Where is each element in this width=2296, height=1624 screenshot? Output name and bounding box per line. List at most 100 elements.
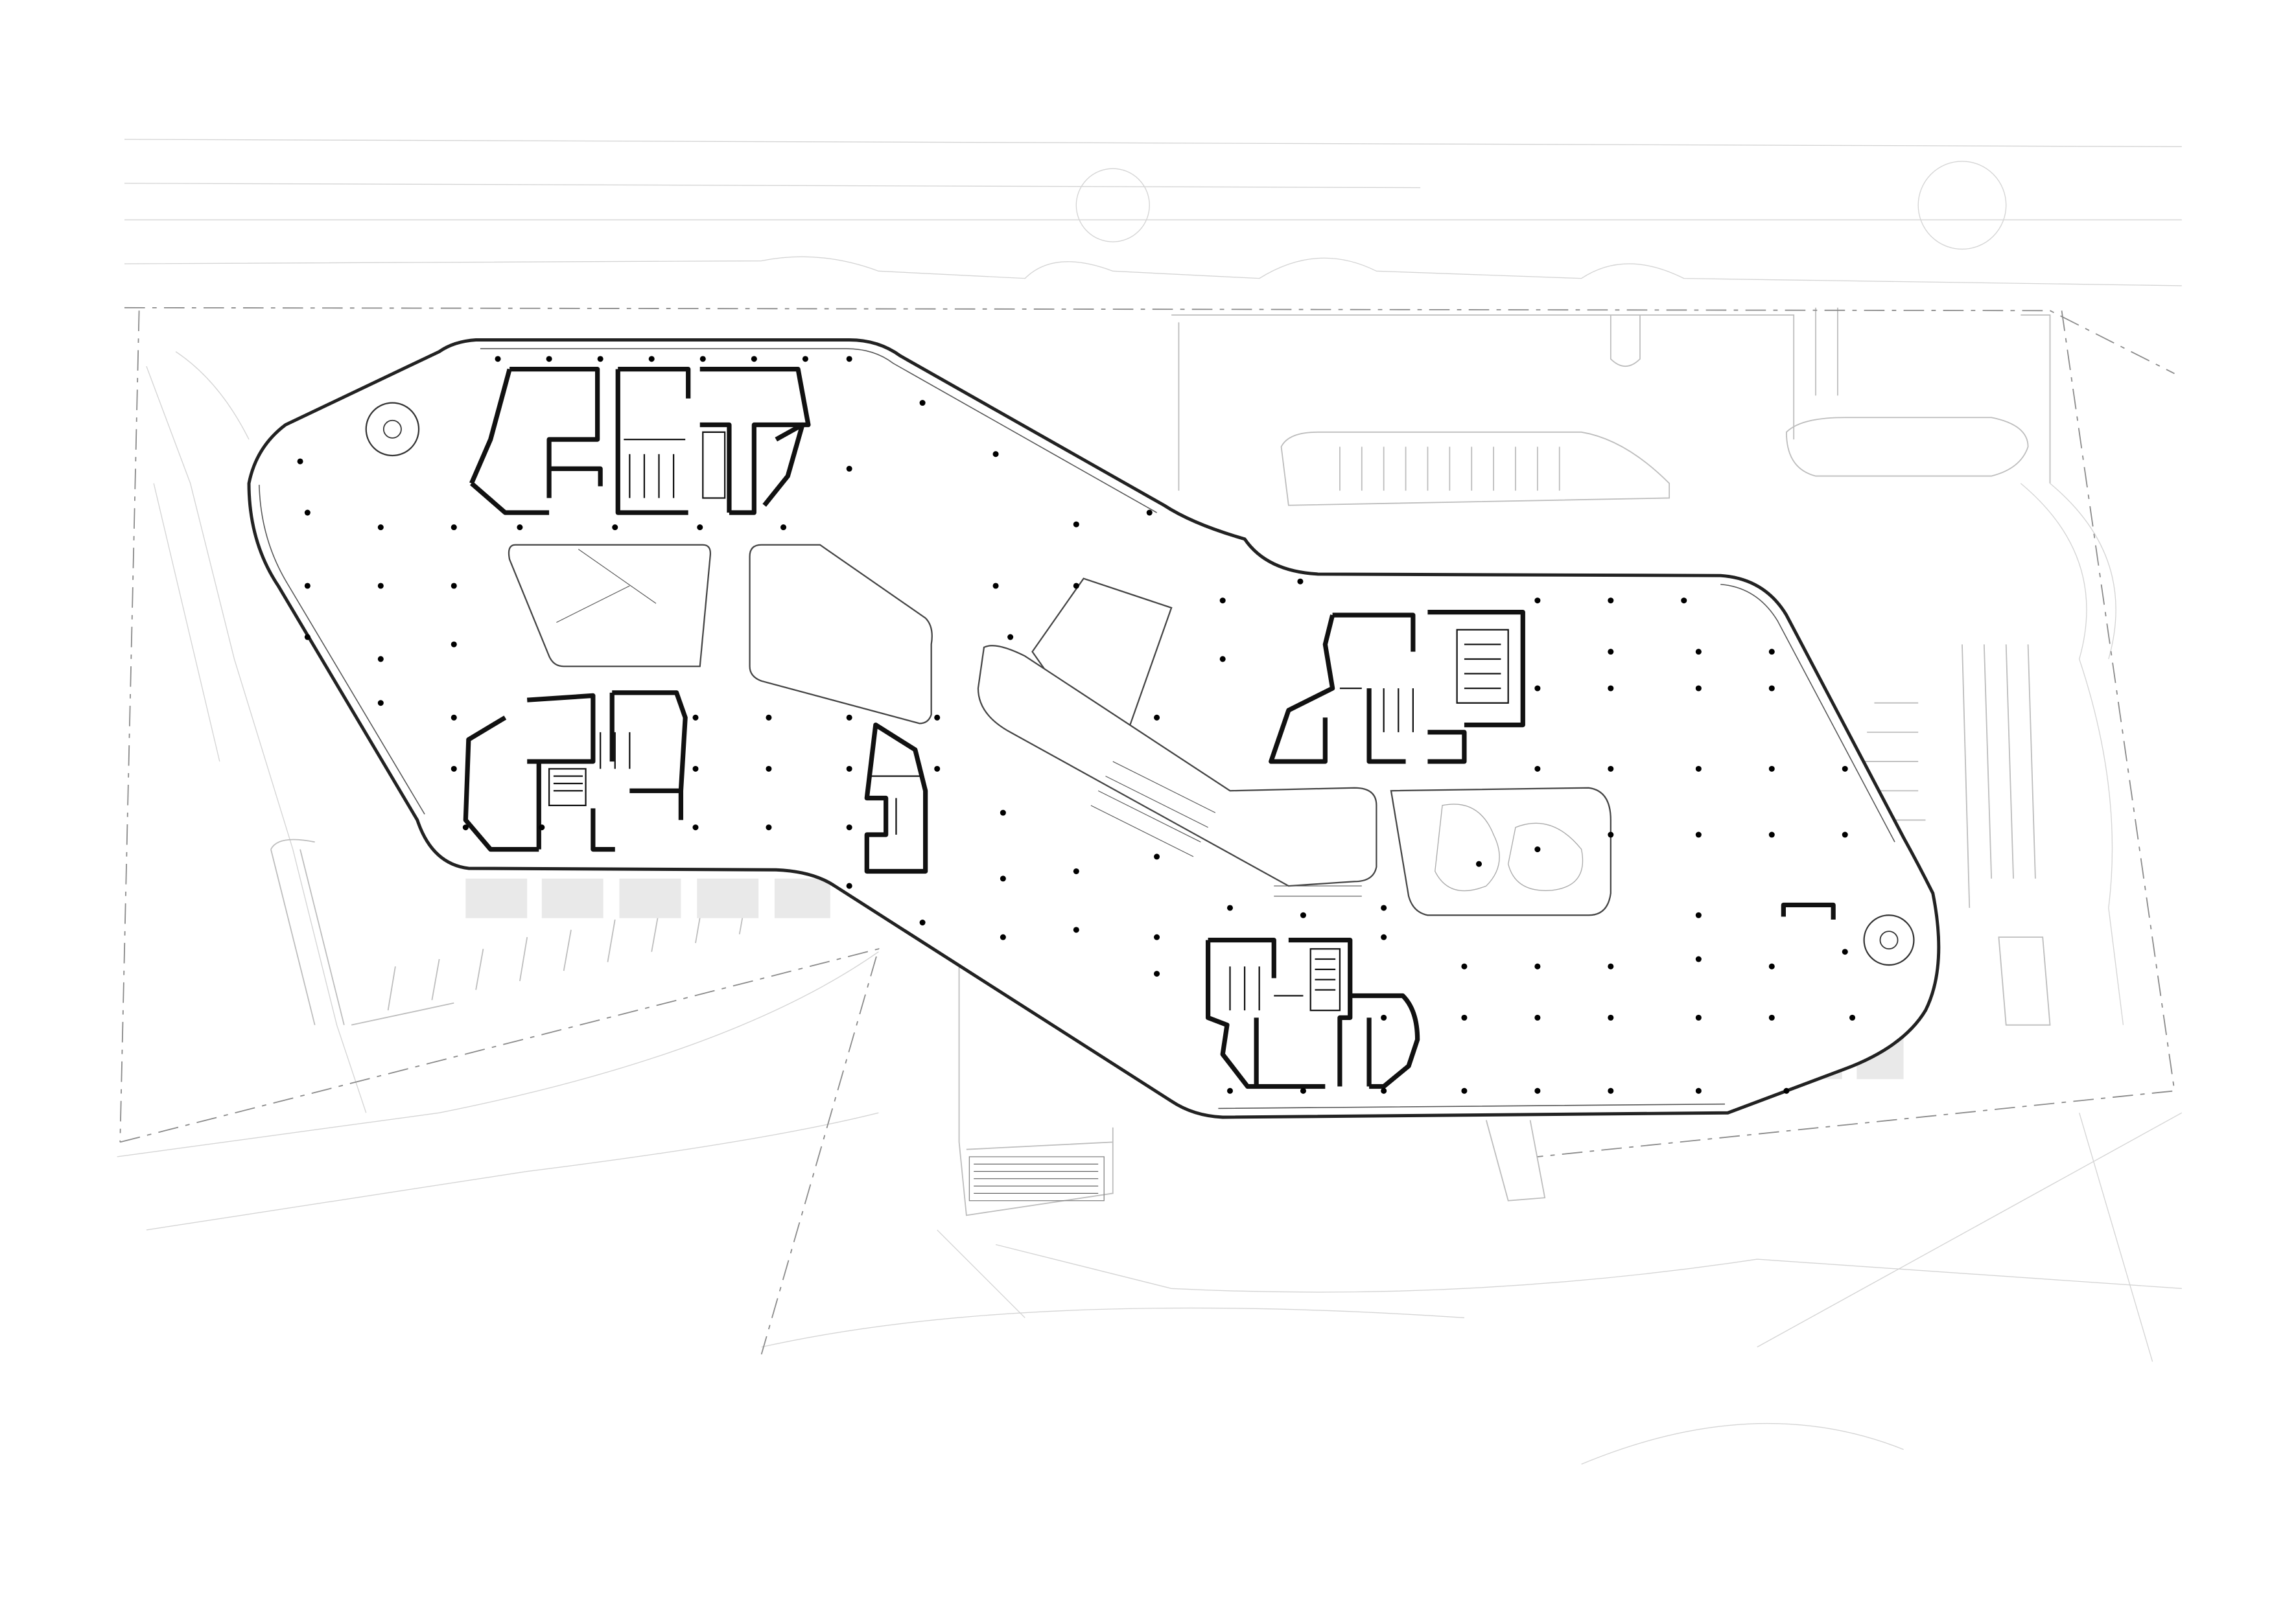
structural-column — [846, 824, 852, 831]
structural-column — [934, 765, 941, 772]
structural-column — [697, 524, 703, 531]
structural-column — [992, 451, 999, 458]
structural-column — [1073, 868, 1079, 875]
structural-column — [304, 634, 310, 640]
structural-column — [1219, 597, 1226, 604]
structural-column — [766, 714, 772, 721]
structural-column — [377, 524, 384, 531]
structural-column — [546, 356, 552, 362]
structural-column — [919, 400, 926, 406]
spiral-stair-southeast — [1863, 914, 1915, 966]
structural-column — [1534, 846, 1541, 853]
core-center — [864, 722, 928, 874]
core-north — [469, 367, 811, 515]
structural-column — [1768, 685, 1775, 691]
structural-column — [1842, 949, 1848, 955]
structural-column — [495, 356, 501, 362]
structural-column — [1146, 509, 1153, 516]
structural-column — [1073, 521, 1079, 528]
structural-column — [517, 524, 523, 531]
structural-column — [692, 824, 699, 831]
structural-column — [1000, 809, 1006, 816]
structural-column — [1300, 1087, 1306, 1094]
structural-column — [766, 765, 772, 772]
structural-column — [766, 824, 772, 831]
structural-column — [304, 509, 310, 516]
structural-column — [1608, 831, 1614, 838]
structural-column — [377, 656, 384, 662]
structural-column — [1007, 634, 1014, 640]
structural-column — [1219, 656, 1226, 662]
structural-column — [1154, 971, 1160, 977]
structural-column — [1842, 765, 1848, 772]
structural-column — [934, 714, 941, 721]
structural-column — [1073, 927, 1079, 933]
structural-column — [612, 524, 618, 531]
structural-column — [846, 765, 852, 772]
structural-column — [1534, 1014, 1541, 1021]
structural-column — [692, 765, 699, 772]
structural-column — [1695, 685, 1702, 691]
site-context — [117, 139, 2183, 1465]
structural-column — [1768, 831, 1775, 838]
structural-column — [1695, 649, 1702, 655]
structural-column — [1681, 597, 1687, 604]
structural-column — [1608, 1087, 1614, 1094]
structural-column — [846, 356, 852, 362]
structural-column — [919, 920, 926, 926]
structural-column — [1000, 934, 1006, 940]
structural-column — [1073, 583, 1079, 589]
wall-fragment-east — [1781, 902, 1836, 920]
structural-column — [1608, 649, 1614, 655]
structural-column — [1154, 853, 1160, 860]
structural-column — [751, 356, 757, 362]
structural-columns — [297, 356, 1856, 1094]
structural-column — [539, 824, 545, 831]
structural-column — [802, 356, 808, 362]
structural-column — [451, 714, 457, 721]
structural-column — [451, 765, 457, 772]
structural-column — [1534, 963, 1541, 969]
structural-column — [1226, 905, 1234, 911]
structural-column — [1300, 912, 1306, 918]
structural-column — [1608, 1014, 1614, 1021]
structural-column — [846, 465, 852, 472]
structural-column — [1695, 765, 1702, 772]
structural-column — [1849, 1014, 1856, 1021]
structural-column — [1534, 597, 1541, 604]
structural-column — [1461, 1014, 1468, 1021]
structural-column — [1534, 685, 1541, 691]
structural-column — [1768, 649, 1775, 655]
core-south — [1206, 938, 1420, 1089]
structural-column — [780, 524, 787, 531]
structural-column — [692, 714, 699, 721]
structural-column — [1695, 831, 1702, 838]
structural-column — [846, 883, 852, 889]
core-east — [1269, 610, 1525, 764]
structural-column — [451, 524, 457, 531]
structural-column — [1768, 765, 1775, 772]
structural-column — [1608, 963, 1614, 969]
structural-column — [1461, 963, 1468, 969]
structural-column — [1381, 1014, 1387, 1021]
structural-column — [297, 458, 303, 465]
structural-column — [597, 356, 603, 362]
structural-column — [648, 356, 655, 362]
structural-column — [1534, 1087, 1541, 1094]
structural-column — [1461, 1087, 1468, 1094]
structural-column — [1768, 963, 1775, 969]
structural-column — [1608, 765, 1614, 772]
structural-column — [1842, 831, 1848, 838]
structural-column — [1381, 1087, 1387, 1094]
structural-column — [1768, 1014, 1775, 1021]
structural-column — [1695, 912, 1702, 918]
structural-column — [1381, 934, 1387, 940]
structural-column — [1297, 578, 1304, 585]
structural-column — [1608, 685, 1614, 691]
atrium-voids — [508, 544, 1611, 916]
structural-column — [1534, 765, 1541, 772]
structural-column — [1226, 1087, 1234, 1094]
structural-column — [1695, 1087, 1702, 1094]
spiral-stair-northwest — [365, 402, 420, 457]
